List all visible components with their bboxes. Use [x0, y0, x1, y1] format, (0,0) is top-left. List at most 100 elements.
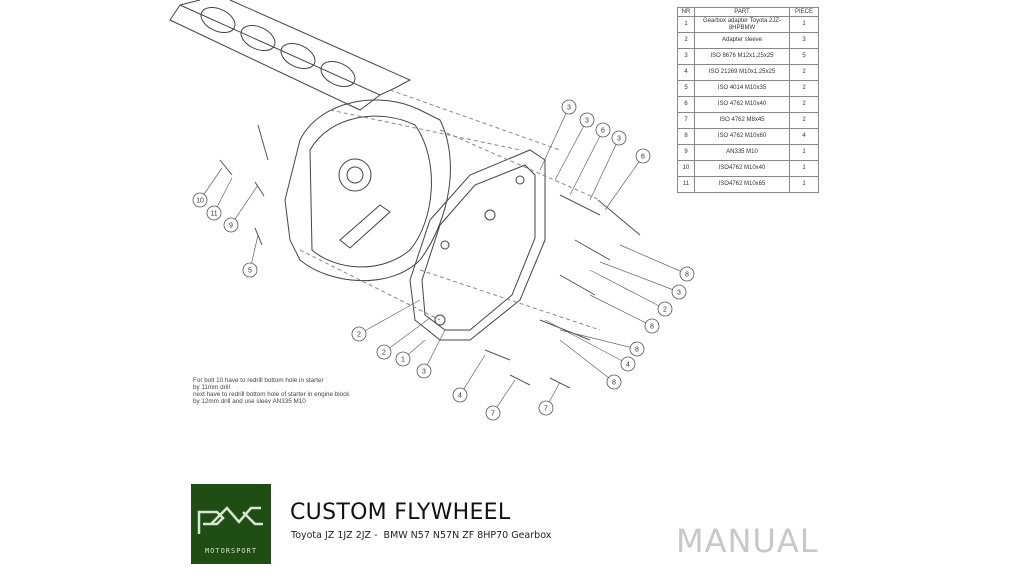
- callout-number: 4: [458, 393, 462, 400]
- cell-nr: 4: [677, 64, 695, 81]
- header-piece: PIECE: [789, 7, 819, 17]
- callout-number: 7: [544, 406, 548, 413]
- cell-piece: 1: [789, 160, 819, 177]
- callout-number: 8: [612, 380, 616, 387]
- engine-block: [169, 0, 412, 111]
- callout-circle: [635, 148, 651, 164]
- cell-piece: 2: [789, 112, 819, 129]
- leader-line: [539, 106, 570, 171]
- cell-part: ISO4762 M10x40: [694, 160, 790, 177]
- leader-line: [599, 261, 680, 293]
- callout-number: 5: [248, 268, 252, 275]
- leader-line: [559, 329, 638, 350]
- page-title: CUSTOM FLYWHEEL: [290, 500, 511, 525]
- callout-circle: [611, 130, 627, 146]
- leader-line: [619, 244, 688, 275]
- pmc-motorsport-logo: MOTORSPORT: [191, 484, 271, 564]
- callout-number: 6: [641, 154, 645, 161]
- callout-circle: [679, 266, 695, 282]
- callout-circle: [644, 318, 660, 334]
- leader-line: [604, 155, 644, 211]
- cell-nr: 11: [677, 176, 695, 193]
- callout-circle: [395, 351, 411, 367]
- callout-number: 6: [601, 128, 605, 135]
- callout-circle: [192, 192, 208, 208]
- cell-nr: 2: [677, 32, 695, 49]
- callout-circle: [620, 356, 636, 372]
- engine-bellhousing: [284, 99, 451, 282]
- callout-2: 2: [376, 317, 431, 360]
- callout-11: 11: [206, 177, 233, 221]
- cell-part: ISO 4762 M10x60: [694, 128, 790, 145]
- callout-number: 9: [229, 223, 233, 230]
- callout-9: 9: [223, 184, 259, 233]
- leader-line: [423, 329, 446, 372]
- callout-4: 4: [452, 354, 486, 403]
- cell-nr: 9: [677, 144, 695, 161]
- callout-circle: [629, 341, 645, 357]
- callout-number: 3: [422, 369, 426, 376]
- callout-8: 8: [589, 294, 660, 334]
- callout-3: 3: [539, 99, 577, 171]
- cell-part: ISO 4762 M8x45: [694, 112, 790, 129]
- leader-line: [589, 294, 653, 327]
- cell-piece: 2: [789, 64, 819, 81]
- callout-number: 2: [663, 307, 667, 314]
- cell-nr: 1: [677, 16, 695, 33]
- callout-6: 6: [604, 148, 651, 211]
- callout-number: 8: [635, 347, 639, 354]
- callout-number: 10: [196, 198, 204, 205]
- cell-piece: 1: [789, 176, 819, 193]
- cell-nr: 3: [677, 48, 695, 65]
- cell-part: ISO4762 M10x65: [694, 176, 790, 193]
- cell-nr: 8: [677, 128, 695, 145]
- callout-6: 6: [569, 122, 611, 196]
- callout-number: 4: [626, 362, 630, 369]
- callout-circle: [416, 363, 432, 379]
- manual-label: MANUAL: [676, 522, 819, 560]
- callout-3: 3: [554, 112, 595, 181]
- cell-piece: 1: [789, 144, 819, 161]
- cell-piece: 5: [789, 48, 819, 65]
- callout-number: 3: [567, 105, 571, 112]
- cell-part: ISO 4762 M10x40: [694, 96, 790, 113]
- callout-3: 3: [589, 130, 627, 201]
- cell-piece: 2: [789, 96, 819, 113]
- leader-line: [569, 129, 604, 196]
- header-part: PART: [694, 7, 790, 17]
- leader-line: [230, 184, 259, 226]
- callout-circle: [579, 112, 595, 128]
- callout-2: 2: [351, 299, 421, 342]
- cell-nr: 5: [677, 80, 695, 97]
- callout-number: 3: [677, 290, 681, 297]
- cell-part: AN335 M10: [694, 144, 790, 161]
- callout-number: 3: [617, 136, 621, 143]
- callout-7: 7: [538, 381, 561, 416]
- cell-piece: 2: [789, 80, 819, 97]
- callout-1: 1: [395, 339, 426, 367]
- callout-circle: [376, 344, 392, 360]
- callout-8: 8: [559, 329, 645, 357]
- callout-7: 7: [485, 379, 516, 421]
- callout-number: 2: [357, 332, 361, 339]
- cell-piece: 3: [789, 32, 819, 49]
- callout-circle: [485, 405, 501, 421]
- callout-circle: [671, 284, 687, 300]
- leader-line: [358, 299, 421, 335]
- cell-nr: 6: [677, 96, 695, 113]
- callout-circle: [657, 301, 673, 317]
- cell-part: Adapter sleeve: [694, 32, 790, 49]
- callout-circle: [606, 374, 622, 390]
